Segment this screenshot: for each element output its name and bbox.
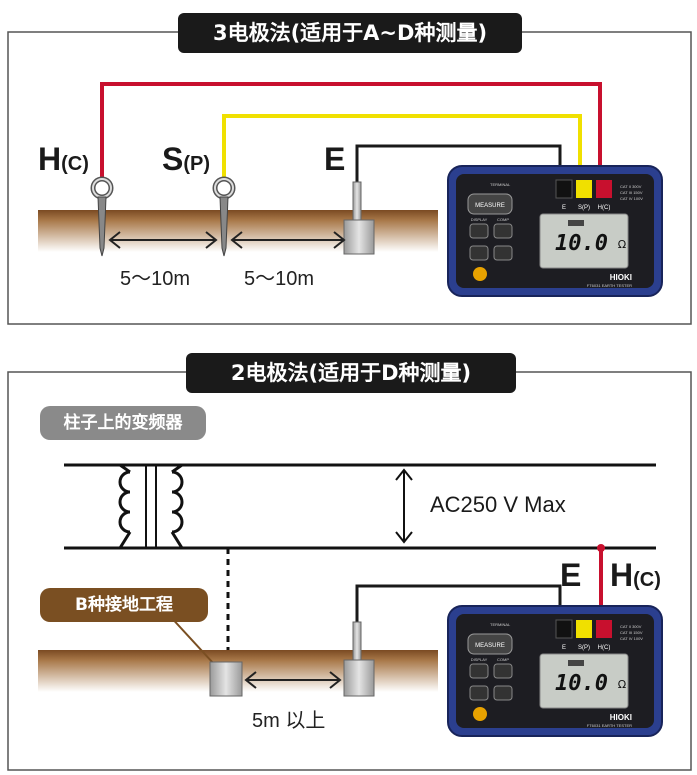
voltage-arrow [395,468,413,544]
grounding-tag: B种接地工程 [40,588,208,622]
distance-label-2: 5～10m [244,268,315,290]
transformer-tag: 柱子上的变频器 [40,406,206,440]
e-electrode-2 [343,621,375,697]
panel2-title: 2电极法(适用于D种测量) [186,353,516,393]
earth-tester-2 [447,605,663,737]
label-h-2: H(C) [610,557,661,594]
distance-arrow-1 [108,231,346,249]
earth-tester-1 [447,165,663,297]
e-electrode-1 [343,181,375,255]
distance-label-3: 5m 以上 [252,710,326,732]
label-e-1: E [324,141,346,177]
h-electrode-1 [90,176,114,257]
label-h-2-main: H [610,557,634,593]
transformer-symbol [118,463,184,549]
label-s-1: S(P) [162,141,210,178]
label-s-1-main: S [162,141,184,177]
label-s-1-sub: (P) [183,153,211,175]
label-h-1: H(C) [38,141,89,178]
distance-label-1: 5～10m [120,268,191,290]
panel1-title: 3电极法(适用于A~D种测量) [178,13,522,53]
red-lead-1 [100,82,602,190]
label-h-1-main: H [38,141,62,177]
s-electrode-1 [212,176,236,257]
label-e-2: E [560,557,582,593]
label-h-2-sub: (C) [633,569,661,591]
b-grounding-electrode [209,661,243,697]
voltage-label: AC250 V Max [430,492,566,517]
label-h-1-sub: (C) [61,153,89,175]
red-lead-junction [597,544,605,552]
black-lead-2 [355,584,562,622]
yellow-lead-1 [222,114,582,190]
distance-arrow-2 [244,671,342,689]
grounding-tag-pointer [167,613,215,665]
